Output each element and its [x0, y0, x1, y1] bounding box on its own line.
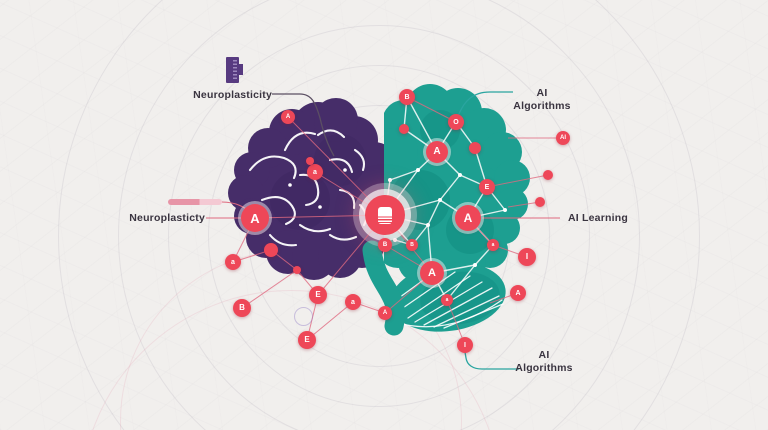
network-node [399, 124, 409, 134]
network-node: A [426, 141, 448, 163]
network-node [469, 142, 481, 154]
network-node [293, 266, 301, 274]
central-processor-node [365, 195, 405, 235]
network-node: a [345, 294, 361, 310]
network-node: AI [556, 131, 570, 145]
label-neuroplasticty-mid: Neuroplasticty [129, 212, 205, 224]
network-node: B [233, 299, 251, 317]
connection-line [486, 174, 549, 188]
network-node: A [378, 306, 392, 320]
label-ai-algorithms-top: AI Algorithms [513, 87, 570, 113]
network-node: A [510, 285, 526, 301]
label-line: Algorithms [515, 362, 573, 374]
network-node: a [307, 164, 323, 180]
network-node: A [455, 205, 481, 231]
brainstem [362, 240, 405, 336]
network-node: B [399, 89, 415, 105]
label-line: AI [538, 349, 550, 361]
leader-line-ai-algorithms-top [456, 91, 513, 120]
network-node: I [518, 248, 536, 266]
connection-line [254, 214, 386, 219]
network-node: I [457, 337, 473, 353]
memory-chip-icon [226, 57, 243, 83]
progress-bar-decoration [168, 199, 222, 205]
connection-line [287, 116, 386, 216]
network-node: E [309, 286, 327, 304]
network-node [264, 243, 278, 257]
network-node: A [281, 110, 295, 124]
processor-icon [378, 206, 392, 224]
label-line: AI [536, 87, 548, 99]
network-node: A [420, 261, 444, 285]
network-node [306, 157, 314, 165]
connection-line [507, 201, 541, 208]
network-node: a [225, 254, 241, 270]
label-ai-learning: AI Learning [568, 212, 628, 224]
network-node: A [241, 204, 269, 232]
leader-line-ai-algorithms-bottom [464, 351, 519, 370]
leader-line-neuroplasticity-top [272, 93, 335, 157]
network-node [543, 170, 553, 180]
connection-line [406, 96, 457, 123]
label-line: Algorithms [513, 100, 571, 112]
circle-doodle-icon [294, 307, 313, 326]
label-ai-algorithms-bottom: AI Algorithms [515, 349, 572, 375]
network-node: B [378, 238, 392, 252]
connection-line [306, 301, 354, 341]
network-node: E [479, 179, 495, 195]
connection-line [241, 269, 298, 309]
network-node [535, 197, 545, 207]
network-node: O [448, 114, 464, 130]
network-node: a [441, 294, 453, 306]
label-neuroplasticity-top: Neuroplasticity [193, 89, 272, 101]
network-node: a [487, 239, 499, 251]
network-node: E [298, 331, 316, 349]
network-node: B [406, 239, 418, 251]
